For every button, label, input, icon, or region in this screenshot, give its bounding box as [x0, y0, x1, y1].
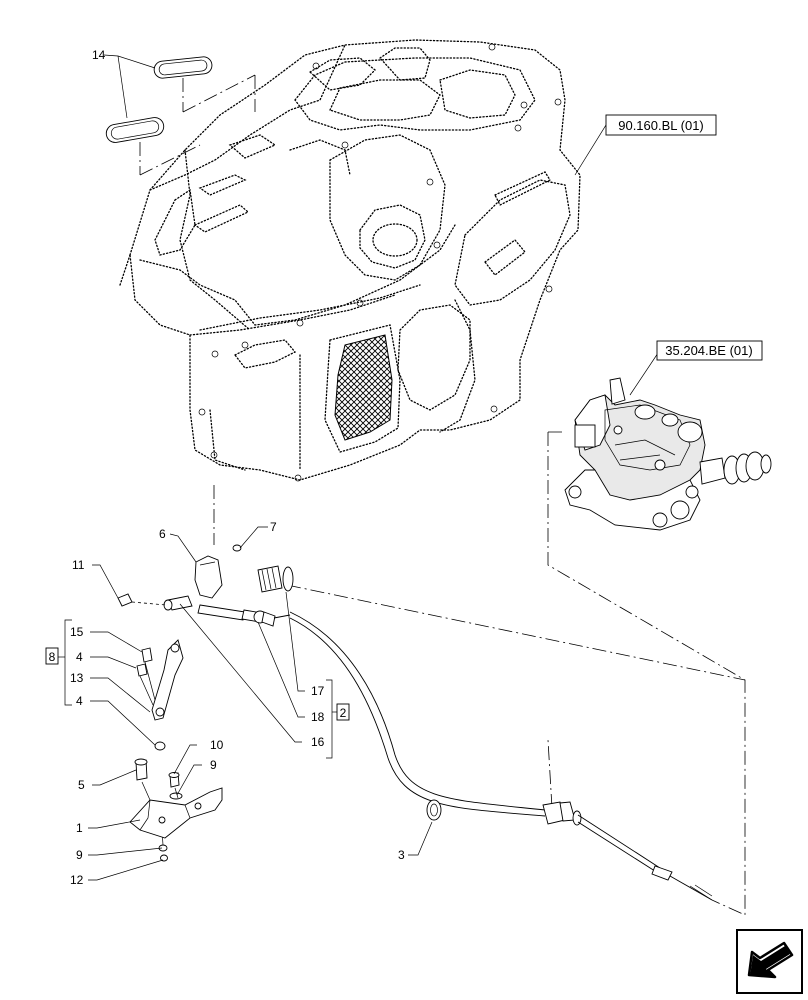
phantom-line-cable-end	[286, 584, 746, 809]
reference-box-valve[interactable]: 35.204.BE (01)	[656, 340, 763, 361]
callout-5: 5	[78, 778, 85, 792]
reference-label-valve: 35.204.BE (01)	[665, 343, 752, 358]
return-arrow-icon[interactable]	[736, 929, 803, 994]
reference-label-cab-panel: 90.160.BL (01)	[618, 118, 704, 133]
threaded-fitting	[257, 565, 294, 593]
callout-2: 2	[340, 706, 347, 720]
pivot-bolts	[136, 647, 166, 751]
grommet-lower	[105, 117, 165, 143]
callout-18: 18	[311, 710, 325, 724]
callout-17: 17	[311, 684, 325, 698]
callout-15: 15	[70, 625, 84, 639]
grommet-upper	[153, 56, 213, 79]
callout-11: 11	[72, 558, 85, 572]
valve-cable-connector	[723, 451, 772, 485]
callout-3: 3	[398, 848, 405, 862]
callout-7: 7	[270, 520, 277, 534]
callout-9-lower: 9	[76, 848, 83, 862]
mount-fasteners	[134, 758, 183, 862]
callout-10: 10	[210, 738, 224, 752]
vent-grille	[324, 324, 401, 453]
reference-box-cab-panel[interactable]: 90.160.BL (01)	[605, 114, 717, 136]
callout-8-box: 8	[45, 647, 59, 665]
control-knob	[194, 555, 223, 599]
control-valve-assembly	[564, 377, 772, 531]
o-ring	[232, 544, 242, 552]
fastener-dots	[198, 43, 562, 482]
callout-16: 16	[311, 735, 325, 749]
callout-12: 12	[70, 873, 84, 887]
callout-1: 1	[76, 821, 83, 835]
callout-9-upper: 9	[210, 758, 217, 772]
callout-4-upper: 4	[76, 650, 83, 664]
callout-2-box: 2	[336, 703, 350, 721]
callout-4-lower: 4	[76, 694, 83, 708]
callout-6: 6	[159, 527, 166, 541]
callout-8: 8	[49, 650, 56, 664]
cable-grommet	[426, 799, 442, 821]
mounting-bracket	[129, 787, 223, 839]
cable-end-clevis	[117, 593, 193, 611]
control-cable	[197, 604, 713, 901]
phantom-line-grommets	[139, 74, 256, 176]
callout-13: 13	[70, 671, 84, 685]
callout-14: 14	[92, 48, 106, 62]
cab-panel-housing	[119, 39, 581, 482]
control-lever	[151, 639, 184, 721]
callout-labels: 14 6 7 11 15 4 13 4 5 10 9 1 9 12 3 17 1…	[70, 48, 405, 887]
leader-lines	[58, 54, 762, 881]
